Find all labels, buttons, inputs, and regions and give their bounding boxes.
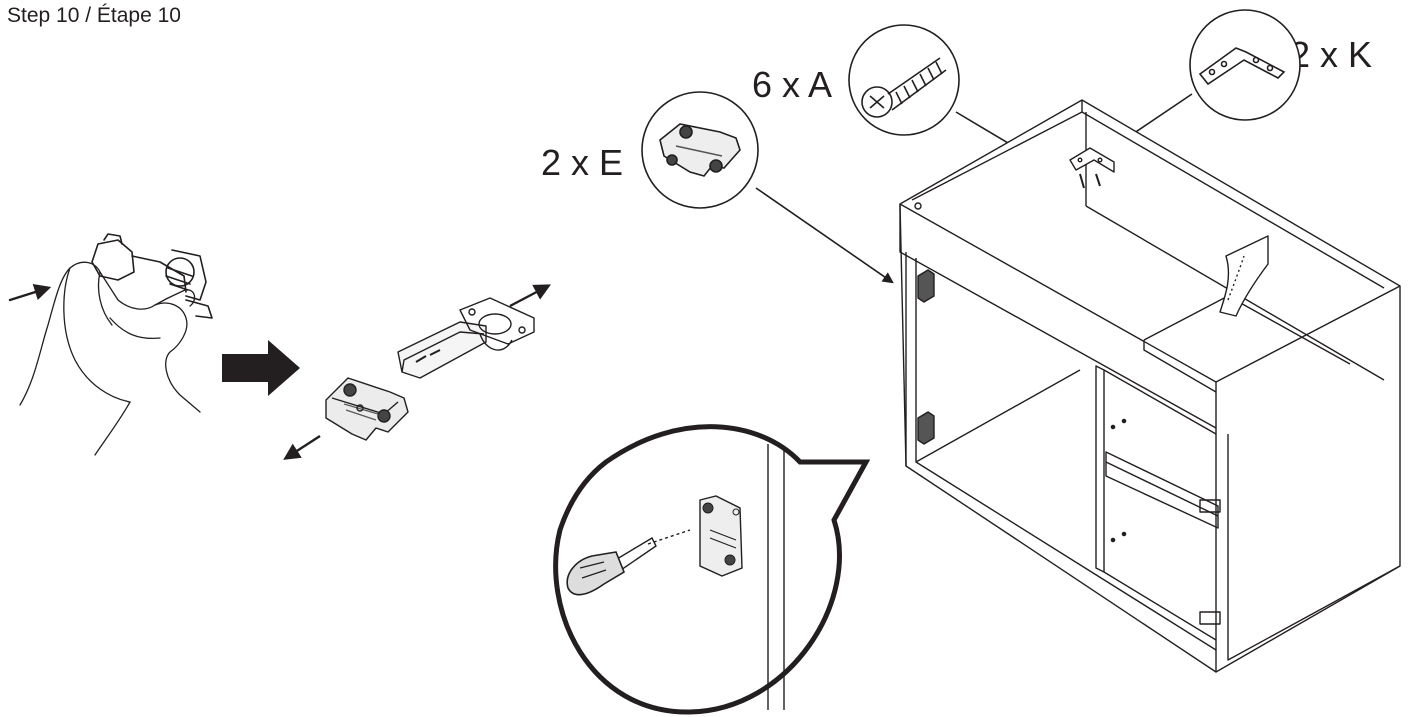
big-arrow-icon [222, 340, 300, 396]
part-k-label: 2 x K [1290, 34, 1373, 75]
part-e-label: 2 x E [541, 142, 624, 183]
callout-part-a [848, 24, 960, 136]
cabinet-illustration [899, 99, 1401, 673]
part-a-label: 6 x A [752, 64, 833, 105]
callout-part-k [1189, 9, 1301, 121]
detail-magnifier [553, 424, 871, 715]
hand-hinge-illustration [8, 233, 213, 456]
step-title: Step 10 / Étape 10 [7, 4, 181, 27]
callout-part-e [641, 91, 759, 209]
hinge-separated-illustration [283, 284, 551, 460]
